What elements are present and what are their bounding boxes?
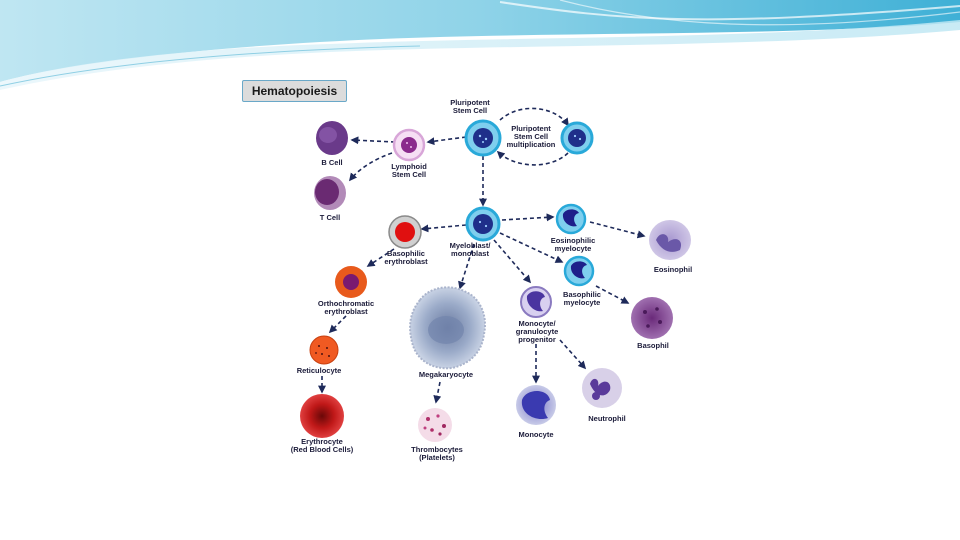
label-lymphoid-stem-cell: Lymphoid Stem Cell (391, 162, 427, 179)
label-myeloblast-monoblast: Myeloblast/ monoblast (449, 241, 491, 258)
label-b-cell: B Cell (321, 158, 343, 167)
label-basophil: Basophil (637, 341, 669, 350)
b-cell-icon (316, 121, 348, 155)
label-stem-cell-multiplication: Pluripotent Stem Cell multiplication (506, 124, 556, 149)
thrombocytes-icon (418, 408, 452, 442)
label-orthochromatic-erythroblast: Orthochromatic erythroblast (317, 299, 375, 316)
eosinophil-icon (649, 220, 691, 260)
label-thrombocytes: Thrombocytes (Platelets) (411, 445, 463, 462)
stem-cell-copy-icon (560, 121, 594, 155)
eosinophilic-myelocyte-icon (555, 203, 587, 235)
diagram-title: Hematopoiesis (251, 84, 338, 98)
megakaryocyte-icon (409, 286, 486, 370)
label-erythrocyte: Erythrocyte (Red Blood Cells) (290, 437, 354, 454)
label-eosinophilic-myelocyte: Eosinophilic myelocyte (550, 236, 596, 253)
basophilic-erythroblast-icon (388, 215, 422, 249)
label-neutrophil: Neutrophil (588, 414, 626, 423)
label-eosinophil: Eosinophil (653, 265, 693, 274)
diagram-title-box: Hematopoiesis (242, 80, 347, 102)
neutrophil-icon (582, 368, 622, 408)
label-monocyte-granulocyte-progenitor: Monocyte/ granulocyte progenitor (515, 319, 559, 344)
basophilic-myelocyte-icon (563, 255, 595, 287)
erythrocyte-icon (300, 394, 344, 438)
reticulocyte-icon (309, 335, 339, 365)
t-cell-icon (314, 176, 346, 210)
lymphoid-stem-cell-icon (392, 128, 426, 162)
label-reticulocyte: Reticulocyte (296, 366, 342, 375)
label-t-cell: T Cell (319, 213, 341, 222)
label-basophilic-myelocyte: Basophilic myelocyte (563, 290, 601, 307)
label-basophilic-erythroblast: Basophilic erythroblast (384, 249, 428, 266)
orthochromatic-erythroblast-icon (335, 266, 367, 298)
arrows (318, 107, 646, 404)
myeloblast-icon (465, 206, 501, 242)
label-pluripotent-stem-cell: Pluripotent Stem Cell (450, 98, 490, 115)
label-monocyte: Monocyte (518, 430, 554, 439)
header-banner (0, 0, 960, 90)
monocyte-icon (516, 385, 556, 425)
pluripotent-stem-cell-icon (464, 119, 502, 157)
basophil-icon (631, 297, 673, 339)
monocyte-progenitor-icon (520, 286, 552, 318)
label-megakaryocyte: Megakaryocyte (418, 370, 474, 379)
